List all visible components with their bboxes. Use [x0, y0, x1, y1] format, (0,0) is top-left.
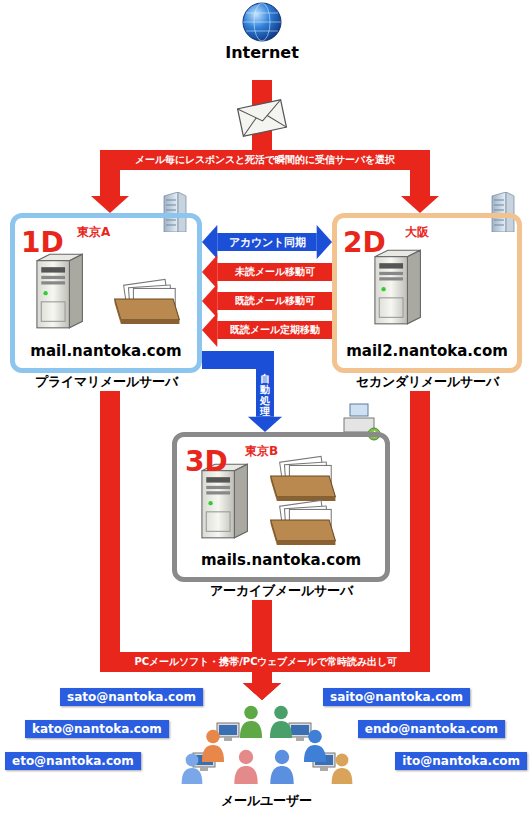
flow-arrow: [110, 373, 281, 700]
email-text: kato@nantoka.com: [32, 720, 162, 738]
flow-arrow: [91, 80, 262, 213]
arrow-shaft: [262, 373, 420, 683]
location-label: 東京A: [77, 224, 110, 241]
primary-server-box: 1D東京Amail.nantoka.comプライマリメールサーバ: [10, 213, 202, 373]
arrow-label: メール毎にレスポンスと死活で瞬間的に受信サーバを選択: [135, 154, 395, 166]
arrow-shaft: [217, 233, 316, 251]
arrow-shaft: [217, 321, 332, 339]
email-address: ito@nantoka.com: [395, 752, 527, 770]
arrow-head: [91, 196, 129, 213]
flow-arrow: [202, 225, 332, 259]
email-address: eto@nantoka.com: [5, 752, 141, 770]
email-address: endo@nantoka.com: [358, 720, 505, 738]
server-role: プライマリメールサーバ: [32, 373, 181, 391]
arrow-head: [202, 284, 217, 318]
arrow-head: [202, 313, 217, 347]
arrow-head: [202, 255, 217, 289]
arrow-shaft: [110, 80, 262, 196]
arrow-label: PCメールソフト・携帯/PCウェブメールで常時読み出し可: [135, 656, 398, 668]
flow-arrow: [202, 284, 332, 318]
arrow-head: [248, 417, 282, 432]
arrow-label: 既読メール定期移動: [230, 324, 320, 336]
arrow-head: [243, 683, 281, 700]
email-text: sato@nantoka.com: [67, 688, 196, 706]
server-role: セカンダリメールサーバ: [353, 373, 502, 391]
location-label: 大阪: [405, 224, 429, 241]
mail-users: メールユーザー: [178, 700, 354, 814]
flow-arrow: [243, 373, 420, 700]
arrow-shaft: [110, 373, 262, 683]
host-name: mail2.nantoka.com: [346, 342, 508, 360]
server-role: アーカイブメールサーバ: [207, 582, 356, 600]
internet-label: Internet: [202, 42, 322, 64]
host-name: mail.nantoka.com: [30, 342, 181, 360]
flow-arrow: [202, 360, 282, 432]
email-text: eto@nantoka.com: [12, 752, 134, 770]
arrow-head: [401, 196, 439, 213]
arrow-shaft: [202, 360, 265, 417]
flow-arrow: [262, 80, 439, 213]
arrow-label: 既読メール移動可: [235, 295, 315, 307]
arrow-head: [202, 225, 217, 259]
email-text: saito@nantoka.com: [330, 688, 463, 706]
flow-arrow: [202, 255, 332, 289]
email-address: sato@nantoka.com: [60, 688, 203, 706]
email-text: endo@nantoka.com: [365, 720, 498, 738]
secondary-server-box: 2D大阪mail2.nantoka.comセカンダリメールサーバ: [332, 213, 522, 373]
flow-arrow: [202, 313, 332, 347]
email-address: kato@nantoka.com: [25, 720, 169, 738]
arrow-label: 自動処理: [260, 373, 270, 417]
arrow-shaft: [217, 292, 332, 310]
arrow-label: 未読メール移動可: [235, 266, 315, 278]
node-label: Internet: [202, 43, 322, 62]
archive-server-box: 3D東京Bmails.nantoka.comアーカイブメールサーバ: [172, 432, 390, 582]
arrow-shaft: [217, 263, 332, 281]
arrow-head: [243, 683, 281, 700]
arrow-head: [243, 683, 281, 700]
arrow-shaft: [262, 80, 420, 196]
arrow-head: [317, 225, 332, 259]
arrow-label: アカウント同期: [229, 236, 306, 249]
callout-number: 1D: [21, 226, 64, 259]
callout-number: 3D: [185, 445, 228, 478]
node-label: メールユーザー: [221, 792, 312, 810]
email-address: saito@nantoka.com: [323, 688, 470, 706]
email-text: ito@nantoka.com: [402, 752, 520, 770]
location-label: 東京B: [245, 443, 278, 460]
callout-number: 2D: [343, 226, 386, 259]
host-name: mails.nantoka.com: [201, 551, 361, 569]
